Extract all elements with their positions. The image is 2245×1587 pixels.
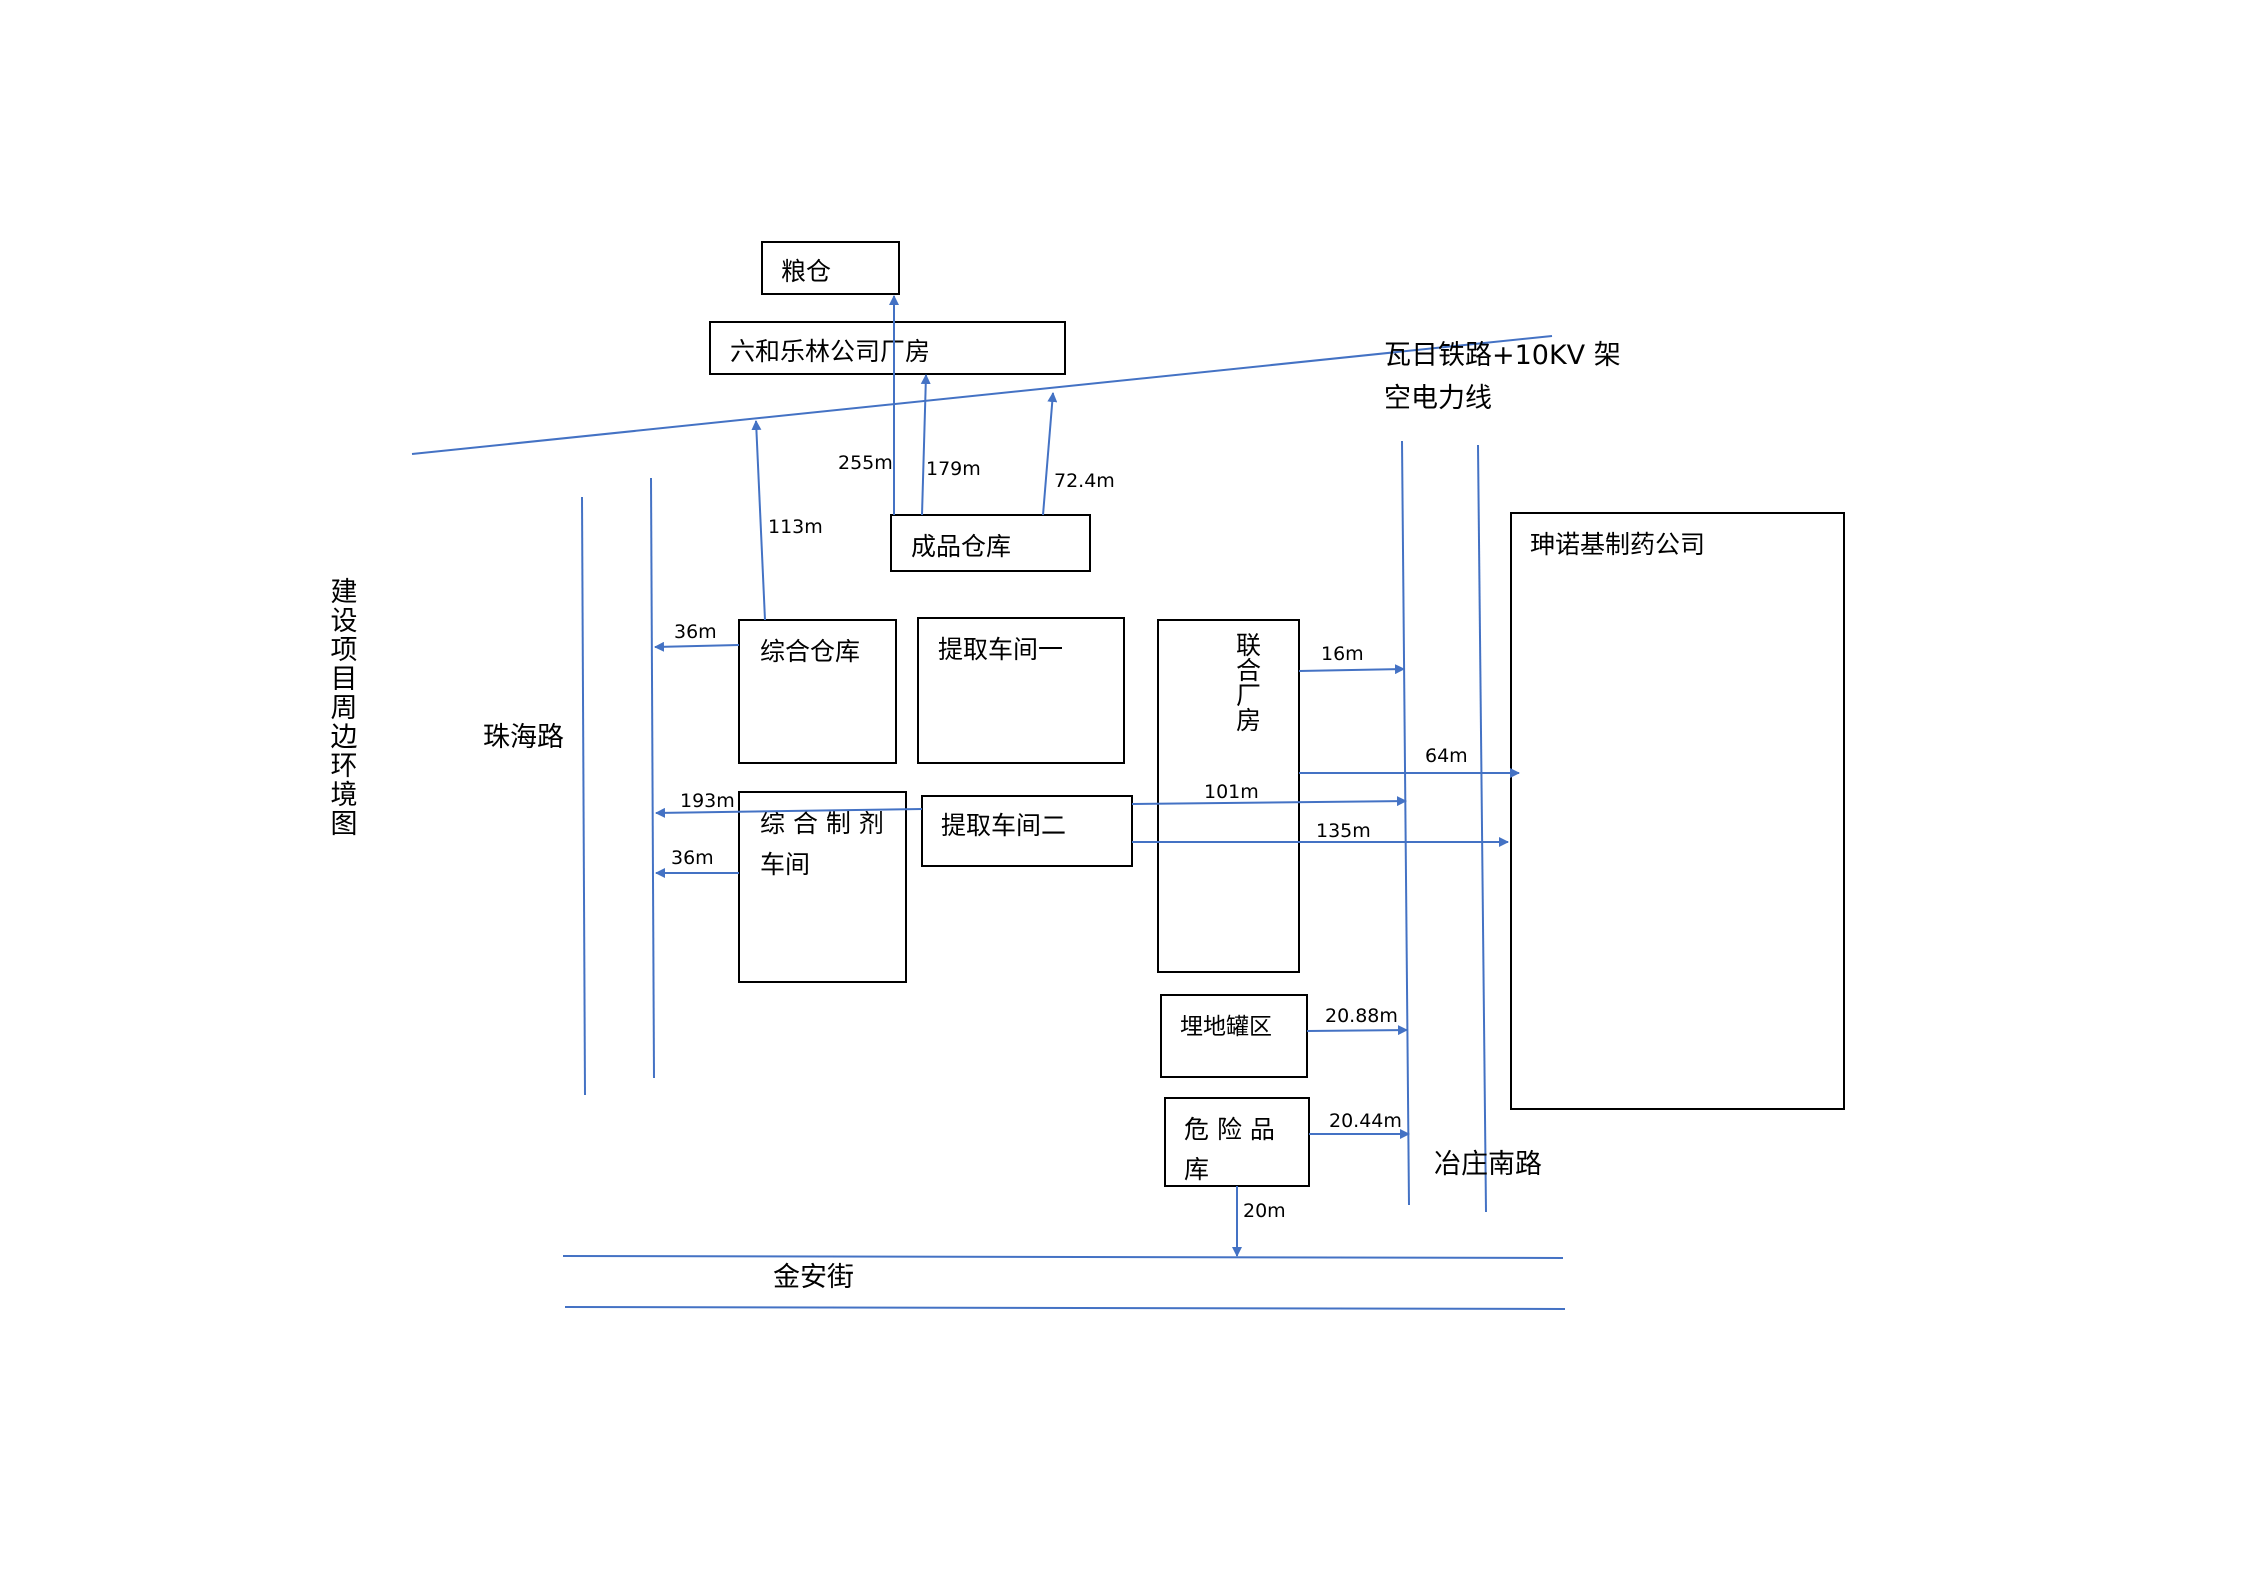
liuhe-factory-box xyxy=(709,321,1066,375)
liuhe-factory-label: 六和乐林公司厂房 xyxy=(730,337,930,366)
distance-label-20m: 20m xyxy=(1243,1200,1286,1222)
distance-label-20-44m: 20.44m xyxy=(1329,1110,1402,1132)
diagram-title: 建设项目周边环境图 xyxy=(326,577,358,838)
distance-label-64m: 64m xyxy=(1425,745,1468,767)
hazardous-storage-label-line1: 危 险 品 xyxy=(1184,1115,1275,1144)
yezhuang-road-label: 冶庄南路 xyxy=(1434,1149,1542,1180)
railway-label-line1: 瓦日铁路+10KV 架 xyxy=(1384,340,1621,371)
distance-label-101m: 101m xyxy=(1204,781,1259,803)
zhuhai-road-west-edge xyxy=(581,496,586,1096)
liangcang-box xyxy=(761,241,900,295)
roads xyxy=(411,335,1566,1310)
zhuhai-road-label: 珠海路 xyxy=(483,722,564,753)
joint-plant-box xyxy=(1157,619,1300,973)
arrow-warehouse-to-railway xyxy=(1042,392,1058,516)
arrow-joint-plant-to-yezhuang xyxy=(1298,664,1405,675)
finished-warehouse-box xyxy=(890,514,1091,572)
arrow-warehouse-to-liuhe xyxy=(920,374,931,516)
extraction-workshop-1-box xyxy=(917,617,1125,764)
arrow-extraction2-to-yezhuang xyxy=(1131,796,1407,807)
jinan-street-north-edge xyxy=(562,1255,1564,1259)
arrow-tank-to-yezhuang xyxy=(1306,1025,1408,1036)
formulation-workshop-label-line1: 综 合 制 剂 xyxy=(760,809,884,838)
arrow-extraction2-to-zhuhai xyxy=(655,807,923,818)
distance-label-135m: 135m xyxy=(1316,820,1371,842)
pharma-company-box xyxy=(1510,512,1845,1110)
distance-label-16m: 16m xyxy=(1321,643,1364,665)
buildings: 粮仓 六和乐林公司厂房 成品仓库 综合仓库 提取车间一 联合厂房 珅诺基制药公司… xyxy=(709,241,1845,1187)
arrow-general-warehouse-to-railway xyxy=(751,420,766,621)
general-warehouse-label: 综合仓库 xyxy=(760,637,860,666)
extraction-workshop-2-box xyxy=(921,795,1133,867)
liangcang-label: 粮仓 xyxy=(781,257,831,286)
underground-tank-box xyxy=(1160,994,1308,1078)
hazardous-storage-label-line2: 库 xyxy=(1184,1155,1209,1184)
extraction-workshop-1-label: 提取车间一 xyxy=(938,635,1063,664)
general-warehouse-box xyxy=(738,619,897,764)
underground-tank-label: 埋地罐区 xyxy=(1180,1014,1272,1040)
hazardous-storage-box xyxy=(1164,1097,1310,1187)
distance-label-36m-b: 36m xyxy=(671,847,714,869)
extraction-workshop-2-label: 提取车间二 xyxy=(941,811,1066,840)
zhuhai-road-east-edge xyxy=(650,477,655,1079)
arrow-general-warehouse-to-zhuhai xyxy=(654,641,740,652)
yezhuang-road-east-edge xyxy=(1477,444,1487,1213)
railway-label-line2: 空电力线 xyxy=(1384,383,1492,414)
yezhuang-road-west-edge xyxy=(1401,440,1410,1206)
distance-label-255m: 255m xyxy=(838,452,893,474)
jinan-street-label: 金安街 xyxy=(773,1262,854,1293)
jinan-street-south-edge xyxy=(564,1306,1566,1310)
distance-label-193m: 193m xyxy=(680,790,735,812)
distance-arrows xyxy=(654,295,1520,1257)
distance-label-72-4m: 72.4m xyxy=(1054,470,1115,492)
distance-label-20-88m: 20.88m xyxy=(1325,1005,1398,1027)
distance-label-36m-a: 36m xyxy=(674,621,717,643)
joint-plant-label: 联合厂房 xyxy=(1233,632,1262,732)
formulation-workshop-box xyxy=(738,791,907,983)
finished-warehouse-label: 成品仓库 xyxy=(911,532,1011,561)
pharma-company-label: 珅诺基制药公司 xyxy=(1530,530,1705,559)
distance-label-179m: 179m xyxy=(926,458,981,480)
formulation-workshop-label-line2: 车间 xyxy=(760,850,810,879)
railway-line xyxy=(411,335,1553,455)
distance-label-113m: 113m xyxy=(768,516,823,538)
